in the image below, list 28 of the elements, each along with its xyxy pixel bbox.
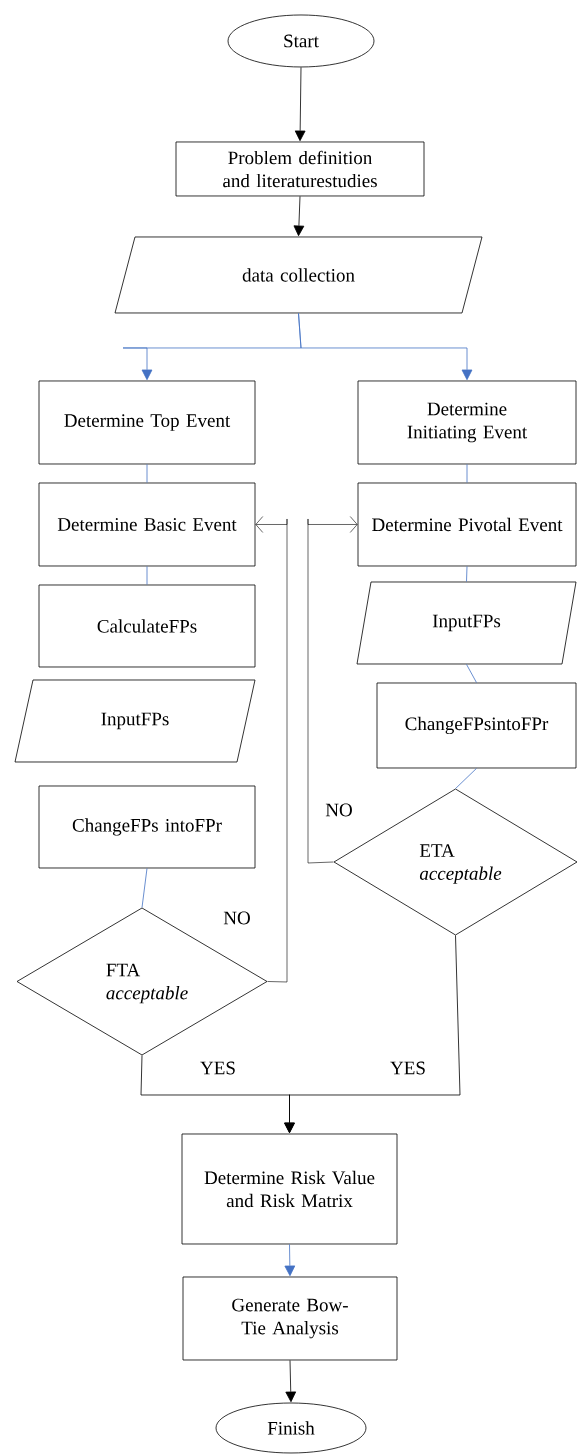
arrow [284,935,461,1134]
connector-line [466,664,477,683]
process-box: Generate Bow-Tie Analysis [182,1276,398,1361]
process-box: Determine Initiating Event [357,380,577,465]
process-box: ChangeFPs intoFPr [38,785,256,869]
process-box: ChangeFPsintoFPr [376,682,577,769]
arrow [255,516,288,983]
connector-line [146,566,148,585]
connector-line [466,464,468,483]
arrow [284,1244,296,1277]
process-box: Determine Pivotal Event [357,482,577,567]
data-parallelogram: InputFPs [356,581,577,665]
connector-line [455,768,477,789]
process-box: Problem definition and literaturestudies [175,141,425,197]
arrow [294,66,306,142]
connector-line [141,868,148,908]
process-box: Determine Basic Event [38,482,256,567]
arrow [285,1360,297,1403]
connector-line [146,464,148,483]
process-box: Determine Top Event [38,380,256,465]
arrow [298,313,473,381]
arrow [293,196,305,237]
connector-line [466,566,468,582]
process-box: CalculateFPs [38,584,256,668]
arrow [307,516,358,864]
process-box: Determine Risk Value and Risk Matrix [181,1133,398,1245]
data-parallelogram: data collection [114,236,483,314]
data-parallelogram: InputFPs [14,679,256,763]
